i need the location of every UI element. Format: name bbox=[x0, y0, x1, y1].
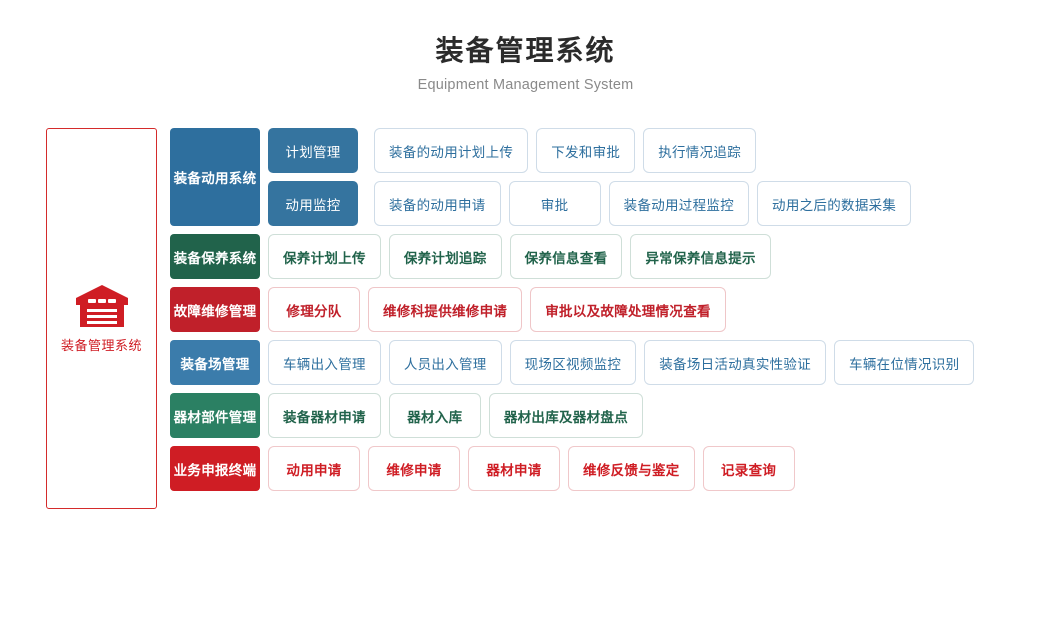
row-fault-repair-management: 故障维修管理 修理分队 维修科提供维修申请 审批以及故障处理情况查看 bbox=[170, 287, 974, 332]
leaf-button[interactable]: 执行情况追踪 bbox=[643, 128, 757, 173]
subgroup-stack: 计划管理 装备的动用计划上传 下发和审批 执行情况追踪 动用监控 装备的动用申请… bbox=[268, 128, 912, 226]
leaf-group: 装备器材申请 器材入库 器材出库及器材盘点 bbox=[268, 393, 644, 438]
category-button-equipment-dispatch[interactable]: 装备动用系统 bbox=[170, 128, 260, 226]
leaf-button[interactable]: 装备器材申请 bbox=[268, 393, 381, 438]
row-equipment-maintenance: 装备保养系统 保养计划上传 保养计划追踪 保养信息查看 异常保养信息提示 bbox=[170, 234, 974, 279]
leaf-group: 车辆出入管理 人员出入管理 现场区视频监控 装备场日活动真实性验证 车辆在位情况… bbox=[268, 340, 975, 385]
row-equipment-yard-management: 装备场管理 车辆出入管理 人员出入管理 现场区视频监控 装备场日活动真实性验证 … bbox=[170, 340, 975, 385]
leaf-button[interactable]: 装备的动用申请 bbox=[374, 181, 501, 226]
leaf-button[interactable]: 保养计划上传 bbox=[268, 234, 381, 279]
rows-container: 装备动用系统 计划管理 装备的动用计划上传 下发和审批 执行情况追踪 动用监控 bbox=[170, 128, 975, 499]
leaf-button[interactable]: 保养信息查看 bbox=[509, 234, 623, 279]
subcategory-button-dispatch-monitoring[interactable]: 动用监控 bbox=[268, 181, 358, 226]
leaf-button[interactable]: 审批 bbox=[508, 181, 601, 226]
subgroup-plan-management: 计划管理 装备的动用计划上传 下发和审批 执行情况追踪 bbox=[268, 128, 911, 173]
leaf-button[interactable]: 维修申请 bbox=[368, 446, 460, 491]
page-header: 装备管理系统 Equipment Management System bbox=[0, 0, 1051, 93]
brand-panel: 装备管理系统 bbox=[46, 128, 157, 509]
warehouse-icon bbox=[74, 283, 130, 329]
leaf-button[interactable]: 动用申请 bbox=[268, 446, 360, 491]
leaf-button[interactable]: 维修反馈与鉴定 bbox=[568, 446, 695, 491]
leaf-group: 动用申请 维修申请 器材申请 维修反馈与鉴定 记录查询 bbox=[268, 446, 795, 491]
leaf-button[interactable]: 修理分队 bbox=[268, 287, 360, 332]
leaf-group: 修理分队 维修科提供维修申请 审批以及故障处理情况查看 bbox=[268, 287, 726, 332]
category-button-business-declaration-terminal[interactable]: 业务申报终端 bbox=[170, 446, 260, 491]
row-equipment-dispatch: 装备动用系统 计划管理 装备的动用计划上传 下发和审批 执行情况追踪 动用监控 bbox=[170, 128, 974, 226]
leaf-button[interactable]: 器材申请 bbox=[468, 446, 560, 491]
category-button-equipment-parts-management[interactable]: 器材部件管理 bbox=[170, 393, 260, 438]
leaf-button[interactable]: 记录查询 bbox=[702, 446, 795, 491]
row-equipment-parts-management: 器材部件管理 装备器材申请 器材入库 器材出库及器材盘点 bbox=[170, 393, 974, 438]
leaf-group: 保养计划上传 保养计划追踪 保养信息查看 异常保养信息提示 bbox=[268, 234, 771, 279]
subcategory-button-plan-management[interactable]: 计划管理 bbox=[268, 128, 358, 173]
subgroup-dispatch-monitoring: 动用监控 装备的动用申请 审批 装备动用过程监控 动用之后的数据采集 bbox=[268, 181, 912, 226]
leaf-button[interactable]: 现场区视频监控 bbox=[509, 340, 637, 385]
leaf-button[interactable]: 装备动用过程监控 bbox=[608, 181, 750, 226]
page-subtitle: Equipment Management System bbox=[417, 76, 634, 93]
leaf-button[interactable]: 车辆在位情况识别 bbox=[834, 340, 975, 385]
page-title: 装备管理系统 bbox=[435, 35, 616, 66]
leaf-group: 装备的动用计划上传 下发和审批 执行情况追踪 bbox=[374, 128, 757, 173]
leaf-button[interactable]: 车辆出入管理 bbox=[268, 340, 381, 385]
brand-label: 装备管理系统 bbox=[60, 338, 142, 353]
category-button-equipment-maintenance[interactable]: 装备保养系统 bbox=[170, 234, 260, 279]
leaf-button[interactable]: 审批以及故障处理情况查看 bbox=[530, 287, 726, 332]
category-button-fault-repair-management[interactable]: 故障维修管理 bbox=[170, 287, 260, 332]
row-business-declaration-terminal: 业务申报终端 动用申请 维修申请 器材申请 维修反馈与鉴定 记录查询 bbox=[170, 446, 974, 491]
leaf-button[interactable]: 动用之后的数据采集 bbox=[757, 181, 912, 226]
leaf-button[interactable]: 异常保养信息提示 bbox=[630, 234, 771, 279]
leaf-button[interactable]: 装备的动用计划上传 bbox=[374, 128, 529, 173]
leaf-button[interactable]: 器材入库 bbox=[388, 393, 481, 438]
leaf-button[interactable]: 装备场日活动真实性验证 bbox=[644, 340, 827, 385]
leaf-group: 装备的动用申请 审批 装备动用过程监控 动用之后的数据采集 bbox=[374, 181, 912, 226]
leaf-button[interactable]: 保养计划追踪 bbox=[388, 234, 502, 279]
category-button-equipment-yard-management[interactable]: 装备场管理 bbox=[170, 340, 260, 385]
leaf-button[interactable]: 器材出库及器材盘点 bbox=[488, 393, 644, 438]
leaf-button[interactable]: 下发和审批 bbox=[536, 128, 636, 173]
leaf-button[interactable]: 人员出入管理 bbox=[388, 340, 502, 385]
leaf-button[interactable]: 维修科提供维修申请 bbox=[368, 287, 523, 332]
